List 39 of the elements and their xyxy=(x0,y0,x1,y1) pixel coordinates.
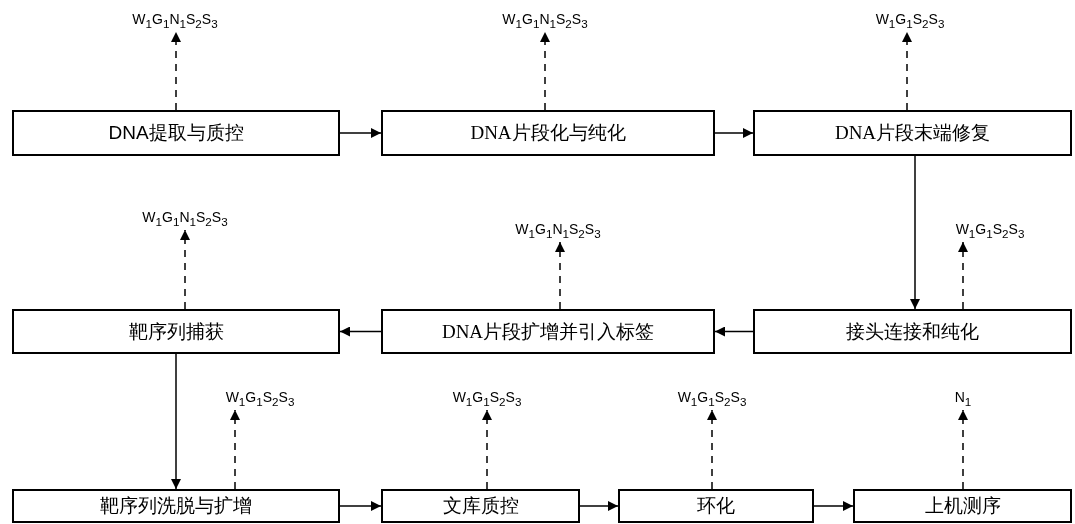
indicator-label: W$_{1}$G$_{1}$N$_{1}$S$_{2}$S$_{3}$ xyxy=(130,206,240,230)
arrow xyxy=(339,326,382,337)
arrow xyxy=(339,501,382,511)
indicator-label: N$_{1}$ xyxy=(908,386,1018,410)
indicator-label: W$_{1}$G$_{1}$S$_{2}$S$_{3}$ xyxy=(432,386,542,410)
arrow xyxy=(339,128,382,138)
arrow xyxy=(958,409,968,490)
arrow xyxy=(579,501,619,511)
indicator-label: W$_{1}$G$_{1}$S$_{2}$S$_{3}$ xyxy=(855,8,965,32)
indicator-label: W$_{1}$G$_{1}$N$_{1}$S$_{2}$S$_{3}$ xyxy=(120,8,230,32)
arrow xyxy=(714,326,754,337)
arrow xyxy=(540,31,550,111)
arrow xyxy=(910,155,920,310)
arrow xyxy=(482,409,492,490)
arrow xyxy=(813,501,854,511)
arrow xyxy=(555,241,565,310)
indicator-label: W$_{1}$G$_{1}$N$_{1}$S$_{2}$S$_{3}$ xyxy=(490,8,600,32)
process-box: 靶序列捕获 xyxy=(12,309,340,354)
process-box: 文库质控 xyxy=(381,489,580,523)
process-box: 环化 xyxy=(618,489,814,523)
arrow xyxy=(180,229,190,310)
process-box: 接头连接和纯化 xyxy=(753,309,1072,354)
process-box: DNA片段扩增并引入标签 xyxy=(381,309,715,354)
indicator-label: W$_{1}$G$_{1}$S$_{2}$S$_{3}$ xyxy=(205,386,315,410)
process-box: DNA片段化与纯化 xyxy=(381,110,715,156)
arrow xyxy=(707,409,717,490)
indicator-label: W$_{1}$G$_{1}$N$_{1}$S$_{2}$S$_{3}$ xyxy=(503,218,613,242)
process-box: DNA提取与质控 xyxy=(12,110,340,156)
process-box: DNA片段末端修复 xyxy=(753,110,1072,156)
arrow xyxy=(714,128,754,138)
process-box: 靶序列洗脱与扩增 xyxy=(12,489,340,523)
arrow xyxy=(171,31,181,111)
arrow xyxy=(230,409,240,490)
arrow xyxy=(171,353,181,490)
process-box: 上机测序 xyxy=(853,489,1072,523)
indicator-label: W$_{1}$G$_{1}$S$_{2}$S$_{3}$ xyxy=(935,218,1045,242)
indicator-label: W$_{1}$G$_{1}$S$_{2}$S$_{3}$ xyxy=(657,386,767,410)
arrow xyxy=(902,31,912,111)
arrow xyxy=(958,241,968,310)
